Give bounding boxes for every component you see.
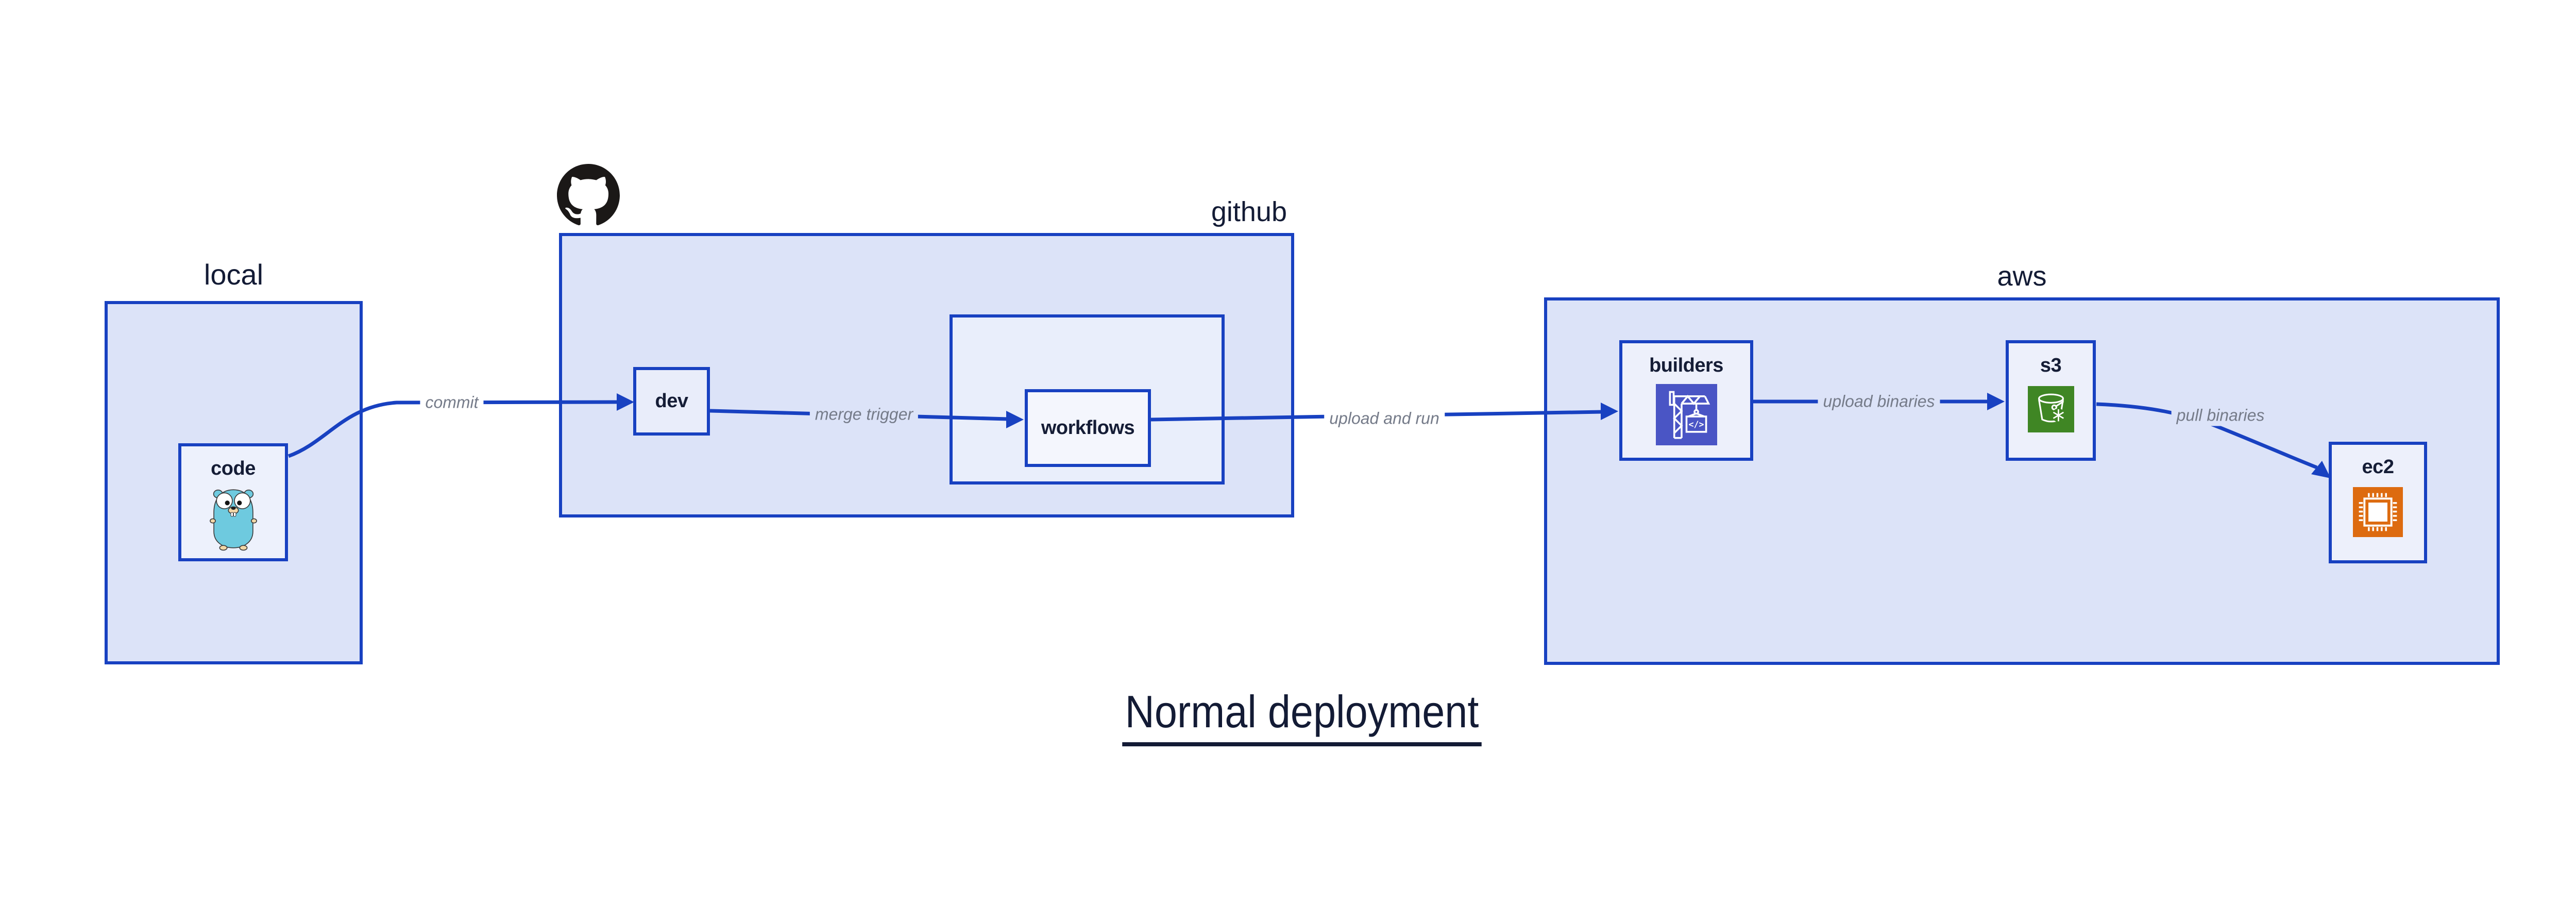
container-label-local: local [204,258,264,291]
container-label-github: github [1211,196,1287,227]
node-label-workflows: workflows [1041,417,1135,439]
aws-ec2-chip-icon [2353,478,2403,546]
aws-codebuild-crane-icon: </> [1655,377,1717,453]
github-octocat-icon [557,164,620,229]
page-title: Normal deployment [1122,686,1482,746]
aws-s3-glacier-bucket-icon [2027,377,2074,441]
arrow-label-upload-and-run: upload and run [1324,408,1445,429]
node-label-ec2: ec2 [2362,456,2394,478]
arrow-label-merge-trigger: merge trigger [809,404,919,425]
node-workflows: workflows [1025,389,1151,467]
svg-text:</>: </> [1688,420,1704,429]
node-ec2: ec2 [2329,442,2427,563]
container-master [950,314,1225,485]
arrow-label-pull-binaries: pull binaries [2171,405,2270,426]
arrow-label-upload-binaries: upload binaries [1818,391,1940,412]
arrow-label-commit: commit [420,392,484,413]
node-label-dev: dev [655,390,688,412]
node-builders: builders </> [1619,340,1753,461]
node-label-s3: s3 [2040,355,2062,376]
container-label-aws: aws [1997,261,2047,292]
go-gopher-icon [207,480,260,558]
node-s3: s3 [2006,340,2096,461]
node-label-code: code [211,458,256,479]
node-dev: dev [633,367,710,436]
node-code: code [178,443,288,561]
node-label-builders: builders [1649,355,1723,376]
